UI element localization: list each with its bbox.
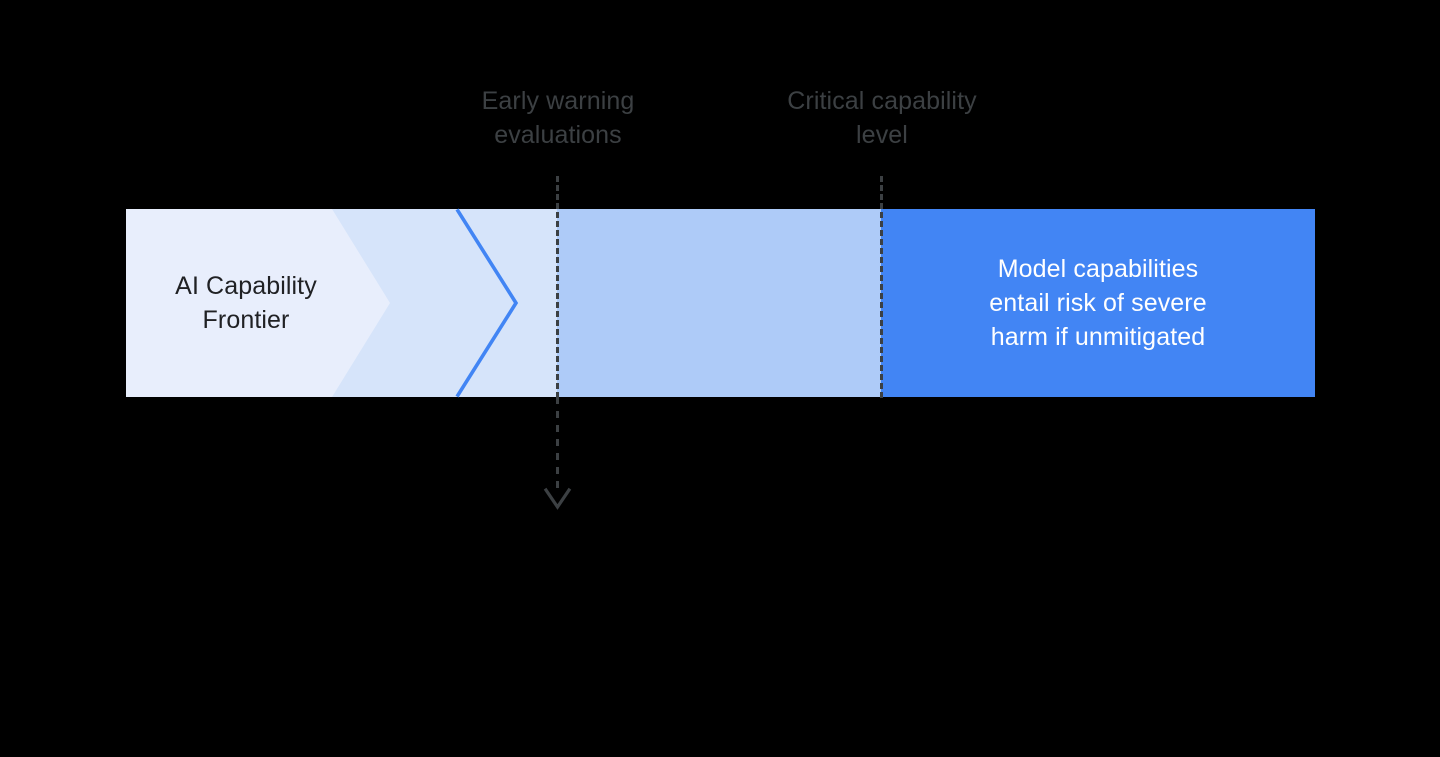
capability-spectrum-bar: AI Capability Frontier Model capabilitie… <box>126 208 1315 398</box>
ai-capability-frontier-label: AI Capability Frontier <box>175 272 317 334</box>
marker-label-critical-capability: Critical capability level <box>787 87 977 149</box>
marker-label-early-warning: Early warning evaluations <box>481 87 635 149</box>
band-between-early-warning-and-critical <box>557 209 881 397</box>
band-below-frontier <box>126 209 390 397</box>
band-at-or-above-critical <box>881 209 1315 397</box>
early-warning-down-arrow-icon <box>543 397 572 510</box>
marker-line-critical-capability <box>880 176 883 398</box>
severe-harm-risk-label: Model capabilities entail risk of severe… <box>989 255 1207 351</box>
marker-line-early-warning <box>556 176 559 398</box>
